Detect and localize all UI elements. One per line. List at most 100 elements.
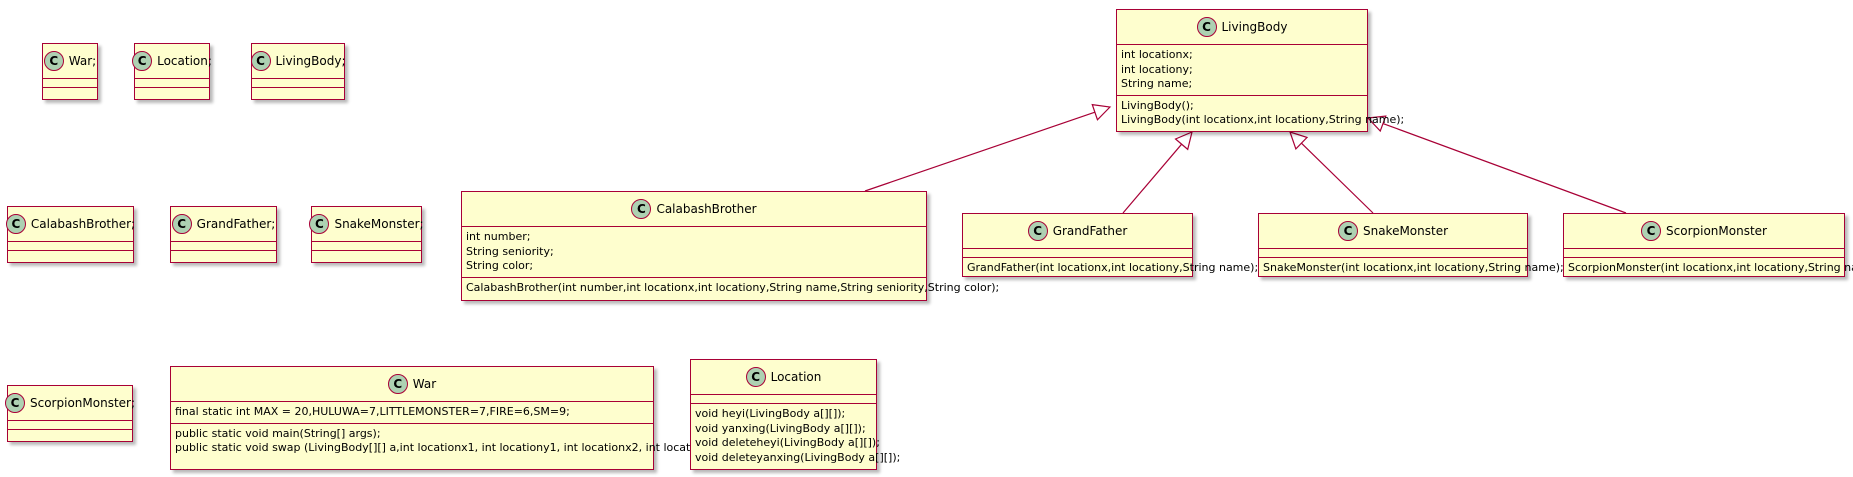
class-methods-section: ScorpionMonster(int locationx,int locati… bbox=[1564, 257, 1853, 279]
class-name: War bbox=[412, 377, 437, 391]
class-methods-section: public static void main(String[] args);p… bbox=[171, 422, 729, 459]
class-fields-section bbox=[43, 78, 97, 87]
class-field: String name; bbox=[1121, 77, 1193, 90]
class-header: C CalabashBrother; bbox=[5, 207, 136, 241]
class-fields-section bbox=[312, 241, 421, 250]
class-name: CalabashBrother; bbox=[30, 217, 136, 231]
class-name: SnakeMonster; bbox=[334, 217, 424, 231]
class-stereotype-icon: C bbox=[1196, 17, 1217, 37]
class-fields-section bbox=[252, 78, 344, 87]
class-header: C ScorpionMonster; bbox=[5, 386, 136, 420]
class-box-location-stub: C Location; bbox=[132, 43, 212, 100]
inheritance-arrowhead-snakemonster bbox=[1289, 131, 1309, 151]
class-methods-section: CalabashBrother(int number,int locationx… bbox=[462, 276, 1000, 299]
class-methods-section: LivingBody();LivingBody(int locationx,in… bbox=[1117, 94, 1405, 131]
class-box-war: C War final static int MAX = 20,HULUWA=7,L… bbox=[170, 366, 729, 470]
class-stereotype-icon: C bbox=[5, 393, 25, 413]
class-box-calabash-stub: C CalabashBrother; bbox=[5, 206, 136, 263]
class-field: String color; bbox=[466, 259, 534, 272]
class-header: C SnakeMonster bbox=[1259, 214, 1527, 248]
class-methods-section: SnakeMonster(int locationx,int locationy… bbox=[1259, 257, 1564, 279]
class-methods-section bbox=[171, 250, 276, 259]
class-header: C War bbox=[171, 367, 653, 401]
class-name: LivingBody bbox=[1221, 20, 1288, 34]
class-field: int number; bbox=[466, 230, 531, 243]
class-fields-section bbox=[171, 241, 276, 250]
class-header: C GrandFather; bbox=[171, 207, 276, 241]
class-methods-section bbox=[312, 250, 421, 259]
class-method: GrandFather(int locationx,int locationy,… bbox=[967, 261, 1259, 274]
class-method: CalabashBrother(int number,int locationx… bbox=[466, 280, 1000, 294]
class-box-war-stub: C War; bbox=[42, 43, 98, 100]
class-field: int locationy; bbox=[1121, 62, 1193, 76]
inheritance-arrowhead-calabashbrother bbox=[1091, 103, 1112, 121]
class-fields-section bbox=[963, 248, 1192, 257]
class-fields-section: final static int MAX = 20,HULUWA=7,LITTL… bbox=[171, 401, 653, 423]
class-stereotype-icon: C bbox=[1641, 221, 1662, 241]
class-methods-section: GrandFather(int locationx,int locationy,… bbox=[963, 257, 1259, 279]
class-method: public static void swap (LivingBody[][] … bbox=[175, 441, 729, 454]
class-methods-section bbox=[135, 87, 209, 96]
class-box-scorpion-stub: C ScorpionMonster; bbox=[5, 385, 136, 442]
class-header: C LivingBody bbox=[1117, 10, 1367, 44]
class-stereotype-icon: C bbox=[171, 214, 192, 234]
class-methods-section: void heyi(LivingBody a[][]);void yanxing… bbox=[691, 403, 901, 468]
class-header: C GrandFather bbox=[963, 214, 1192, 248]
class-header: C Location; bbox=[132, 44, 212, 78]
class-method: void deleteheyi(LivingBody a[][]); bbox=[695, 436, 880, 449]
class-stereotype-icon: C bbox=[250, 51, 271, 71]
class-fields-section: int number;String seniority;String color… bbox=[462, 226, 926, 277]
class-method: LivingBody(); bbox=[1121, 98, 1194, 112]
class-stereotype-icon: C bbox=[309, 214, 330, 234]
class-header: C LivingBody; bbox=[250, 44, 346, 78]
class-field: final static int MAX = 20,HULUWA=7,LITTL… bbox=[175, 405, 570, 418]
class-header: C CalabashBrother bbox=[462, 192, 926, 226]
class-name: LivingBody; bbox=[275, 54, 346, 68]
class-stereotype-icon: C bbox=[132, 51, 153, 71]
class-stereotype-icon: C bbox=[43, 51, 64, 71]
class-field: int locationx; bbox=[1121, 48, 1193, 61]
class-name: GrandFather bbox=[1052, 224, 1128, 238]
class-method: void deleteyanxing(LivingBody a[][]); bbox=[695, 450, 901, 464]
inheritance-arrowhead-scorpionmonster bbox=[1366, 115, 1387, 133]
class-stereotype-icon: C bbox=[1027, 221, 1048, 241]
class-method: public static void main(String[] args); bbox=[175, 426, 381, 440]
class-methods-section bbox=[43, 87, 97, 96]
class-box-livingbody-stub: C LivingBody; bbox=[250, 43, 346, 100]
class-stereotype-icon: C bbox=[1337, 221, 1358, 241]
inheritance-line-calabashbrother bbox=[864, 111, 1096, 192]
class-methods-section bbox=[8, 250, 133, 259]
class-box-grandfather-stub: C GrandFather; bbox=[170, 206, 277, 263]
class-box-calabashbrother: C CalabashBrother int number;String senior… bbox=[461, 191, 1000, 301]
class-header: C SnakeMonster; bbox=[309, 207, 424, 241]
class-stereotype-icon: C bbox=[5, 214, 26, 234]
class-stereotype-icon: C bbox=[631, 199, 652, 219]
class-method: void yanxing(LivingBody a[][]); bbox=[695, 421, 866, 435]
class-fields-section bbox=[1259, 248, 1527, 257]
class-header: C War; bbox=[43, 44, 97, 78]
inheritance-arrowhead-grandfather bbox=[1174, 130, 1193, 151]
inheritance-line-scorpionmonster bbox=[1382, 122, 1627, 214]
class-stereotype-icon: C bbox=[387, 374, 408, 394]
class-name: War; bbox=[68, 54, 97, 68]
class-name: Location; bbox=[157, 54, 212, 68]
inheritance-line-snakemonster bbox=[1301, 142, 1374, 214]
class-methods-section bbox=[252, 87, 344, 96]
class-fields-section bbox=[135, 78, 209, 87]
class-stereotype-icon: C bbox=[745, 367, 766, 387]
class-fields-section bbox=[1564, 248, 1844, 257]
class-fields-section: int locationx;int locationy;String name; bbox=[1117, 44, 1367, 95]
class-method: LivingBody(int locationx,int locationy,S… bbox=[1121, 113, 1405, 126]
inheritance-line-grandfather bbox=[1122, 143, 1183, 214]
class-name: ScorpionMonster; bbox=[30, 396, 136, 410]
class-method: ScorpionMonster(int locationx,int locati… bbox=[1568, 261, 1853, 274]
class-name: SnakeMonster bbox=[1362, 224, 1449, 238]
class-name: CalabashBrother bbox=[656, 202, 757, 216]
class-name: GrandFather; bbox=[196, 217, 276, 231]
class-box-snake-stub: C SnakeMonster; bbox=[309, 206, 424, 263]
